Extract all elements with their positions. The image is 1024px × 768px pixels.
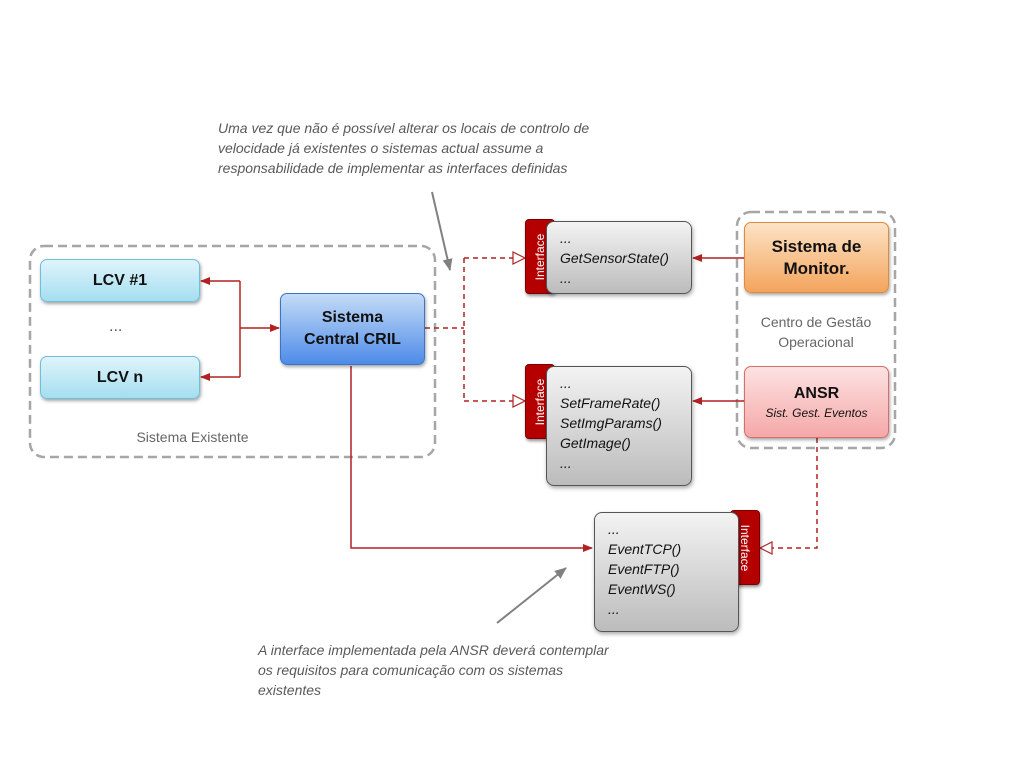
interface-panel-events: ... EventTCP() EventFTP() EventWS() ... [594,512,739,632]
method-item: EventFTP() [608,561,680,577]
method-item: SetFrameRate() [560,395,661,411]
method-item: ... [560,455,572,471]
lcv-n-label: LCV n [96,368,144,386]
method-item: EventWS() [608,581,676,597]
method-item: GetSensorState() [560,250,669,266]
top-note-pointer [431,191,453,271]
existing-system-label: Sistema Existente [136,429,249,445]
ansr-box: ANSR Sist. Gest. Eventos [744,366,889,438]
lcv-ellipsis: ... [109,318,123,335]
ansr-subtitle: Sist. Gest. Eventos [765,405,868,420]
method-item: ... [560,375,572,391]
central-to-event-interface-connector [350,366,593,552]
central-cril-label: Sistema Central CRIL [304,309,401,348]
method-item: GetImage() [560,435,631,451]
method-item: ... [560,270,572,286]
method-item: ... [608,521,620,537]
lcv-1-box: LCV #1 [40,259,200,302]
interface-tab-label: Interface [533,233,547,280]
method-item: SetImgParams() [560,415,662,431]
monitor-system-label: Sistema de Monitor. [771,236,862,278]
central-to-interfaces-dashed [425,258,525,401]
interface-tab-label: Interface [533,378,547,425]
method-item: EventTCP() [608,541,682,557]
operational-center-label: Centro de Gestão Operacional [760,314,872,350]
interface-tab-label: Interface [738,524,752,571]
method-item: ... [560,230,572,246]
lcv-n-box: LCV n [40,356,200,399]
lcv-1-label: LCV #1 [92,271,148,289]
top-annotation: Uma vez que não é possível alterar os lo… [218,120,590,176]
operational-center-group [735,210,897,450]
existing-system-group [28,244,437,459]
bottom-annotation: A interface implementada pela ANSR dever… [258,642,609,698]
interface-panel-sensor: ... GetSensorState() ... [546,221,692,294]
method-item: ... [608,601,620,617]
central-cril-box: Sistema Central CRIL [280,293,425,365]
ansr-title: ANSR [793,384,840,402]
monitor-system-box: Sistema de Monitor. [744,222,889,293]
ansr-to-event-interface-dashed [760,438,818,548]
central-to-lcv-connector [200,277,280,381]
bottom-note-pointer [496,567,567,624]
interface-panel-camera: ... SetFrameRate() SetImgParams() GetIma… [546,366,692,486]
